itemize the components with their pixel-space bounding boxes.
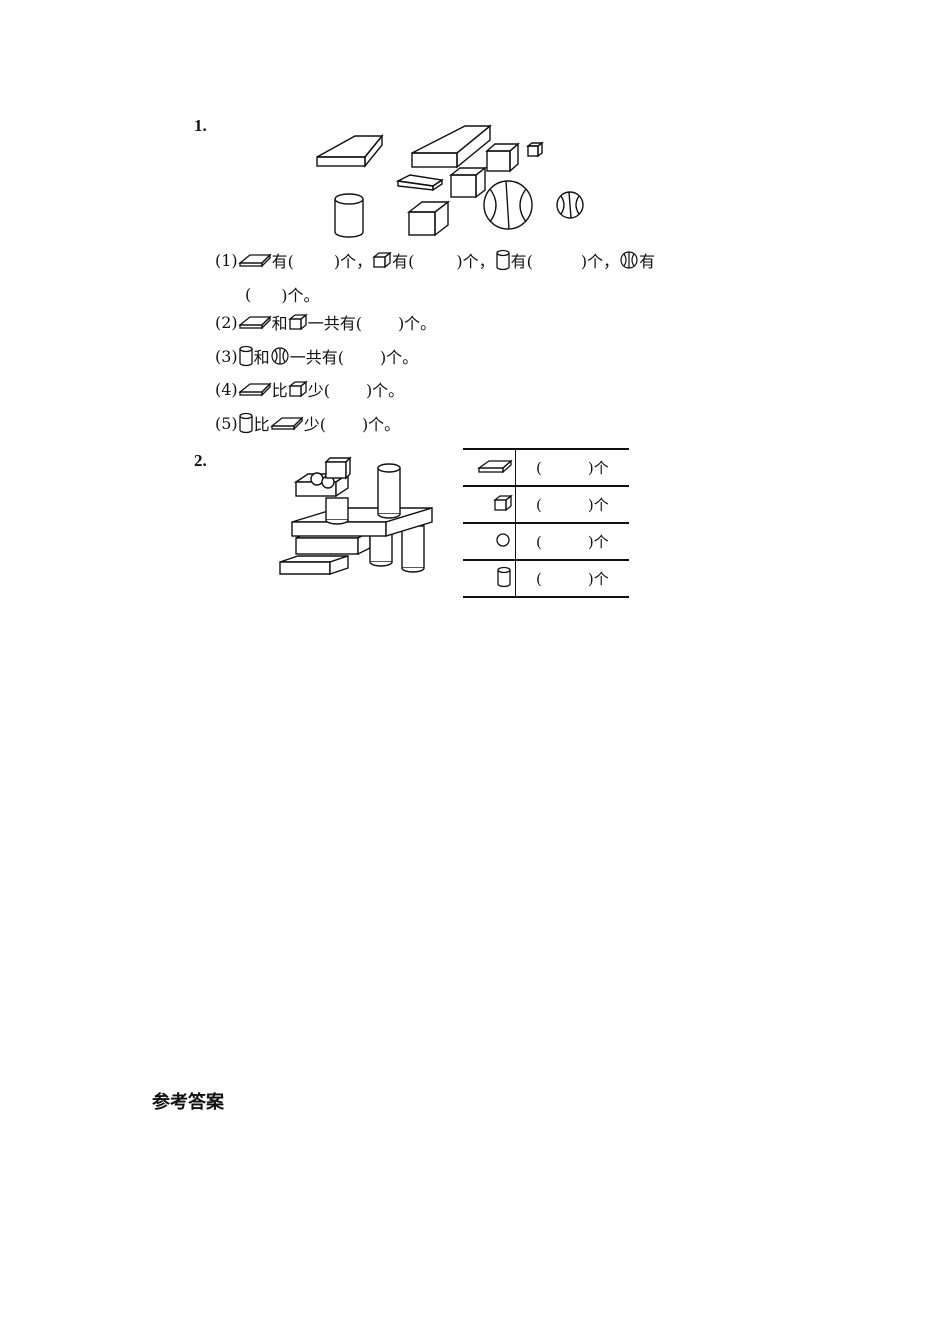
cube-icon — [287, 313, 308, 331]
cube-icon — [287, 380, 308, 398]
open-paren: ( — [536, 496, 542, 514]
cube-icon — [372, 251, 393, 269]
ball-icon — [620, 251, 638, 269]
row-answer-cell[interactable]: ( )个 — [516, 486, 630, 523]
q1-text-e: 有( — [510, 252, 533, 271]
q3-text-a: 和 — [253, 348, 270, 367]
ball-shape-1 — [483, 180, 533, 230]
q2-text-a: 和 — [271, 314, 288, 333]
q1-text-d: )个， — [456, 252, 495, 271]
cube-shape-1 — [485, 142, 520, 173]
table-row: ( )个 — [463, 560, 629, 597]
question-4: (4) 比 少( )个。 — [215, 377, 404, 401]
cube-shape-3 — [448, 166, 488, 199]
q5-text-c: )个。 — [361, 415, 401, 434]
q3-text-c: )个。 — [379, 348, 419, 367]
cuboid-shape-1 — [316, 134, 384, 168]
q4-text-a: 比 — [271, 381, 288, 400]
question-1: (1) 有( )个， 有( )个， 有( )个， 有 — [215, 248, 655, 272]
question-2: (2) 和 一共有( )个。 — [215, 310, 436, 334]
cuboid-icon — [476, 459, 513, 473]
q5-text-a: 比 — [253, 415, 270, 434]
question-4-id: (4) — [215, 379, 238, 399]
cylinder-icon — [496, 249, 510, 271]
q1-text-c: 有( — [392, 252, 415, 271]
row-answer-cell[interactable]: ( )个 — [516, 449, 630, 486]
question-1-continuation: ( )个。 — [245, 282, 320, 306]
q1-text-end: )个。 — [281, 286, 320, 305]
row-icon-cell — [463, 560, 516, 597]
problem-2-number: 2. — [194, 451, 207, 470]
cylinder-icon — [497, 566, 511, 587]
close-paren-unit: )个 — [587, 496, 609, 514]
q4-text-b: 少( — [307, 381, 330, 400]
cuboid-icon — [237, 315, 272, 330]
q5-text-b: 少( — [303, 415, 326, 434]
answers-heading: 参考答案 — [152, 1092, 224, 1113]
close-paren-unit: )个 — [587, 570, 609, 588]
question-5: (5) 比 少( )个。 — [215, 411, 400, 435]
q1-text-b: )个， — [333, 252, 373, 271]
question-5-id: (5) — [215, 413, 238, 433]
row-answer-cell[interactable]: ( )个 — [516, 560, 630, 597]
problem-1-number: 1. — [194, 116, 207, 135]
row-icon-cell — [463, 449, 516, 486]
cube-shape-4 — [406, 200, 451, 237]
open-paren: ( — [536, 570, 542, 588]
ball-icon — [271, 347, 289, 365]
cube-shape-2 — [525, 141, 545, 158]
cuboid-icon — [269, 416, 304, 431]
cuboid-icon — [237, 382, 272, 397]
question-2-id: (2) — [215, 312, 238, 332]
cuboid-shape-3 — [395, 174, 444, 192]
cuboid-shape-2 — [411, 124, 492, 169]
q2-text-b: 一共有( — [307, 314, 362, 333]
open-paren: ( — [536, 459, 542, 477]
table-row: ( )个 — [463, 449, 629, 486]
q1-text-a: 有( — [271, 252, 294, 271]
q1-text-g: 有 — [639, 252, 656, 271]
q4-text-c: )个。 — [365, 381, 405, 400]
problem-1-shapes-illustration — [316, 124, 584, 238]
cylinder-shape — [334, 193, 364, 238]
cuboid-icon — [237, 253, 272, 268]
ball-shape-2 — [556, 191, 584, 219]
q3-text-b: 一共有( — [289, 348, 344, 367]
cube-icon — [493, 494, 513, 511]
q1-open-paren: ( — [245, 284, 252, 304]
ball-icon — [496, 532, 510, 547]
q1-text-f: )个， — [580, 252, 620, 271]
row-answer-cell[interactable]: ( )个 — [516, 523, 630, 560]
shape-count-table: ( )个 ( )个 ( )个 ( )个 — [463, 448, 629, 598]
table-row: ( )个 — [463, 523, 629, 560]
open-paren: ( — [536, 533, 542, 551]
question-1-id: (1) — [215, 250, 238, 270]
q2-text-c: )个。 — [397, 314, 437, 333]
close-paren-unit: )个 — [587, 533, 609, 551]
question-3-id: (3) — [215, 346, 238, 366]
row-icon-cell — [463, 523, 516, 560]
cylinder-icon — [239, 345, 253, 367]
question-3: (3) 和 一共有( )个。 — [215, 344, 418, 368]
close-paren-unit: )个 — [587, 459, 609, 477]
row-icon-cell — [463, 486, 516, 523]
table-row: ( )个 — [463, 486, 629, 523]
problem-2-building-illustration — [279, 456, 433, 575]
cylinder-icon — [239, 412, 253, 434]
